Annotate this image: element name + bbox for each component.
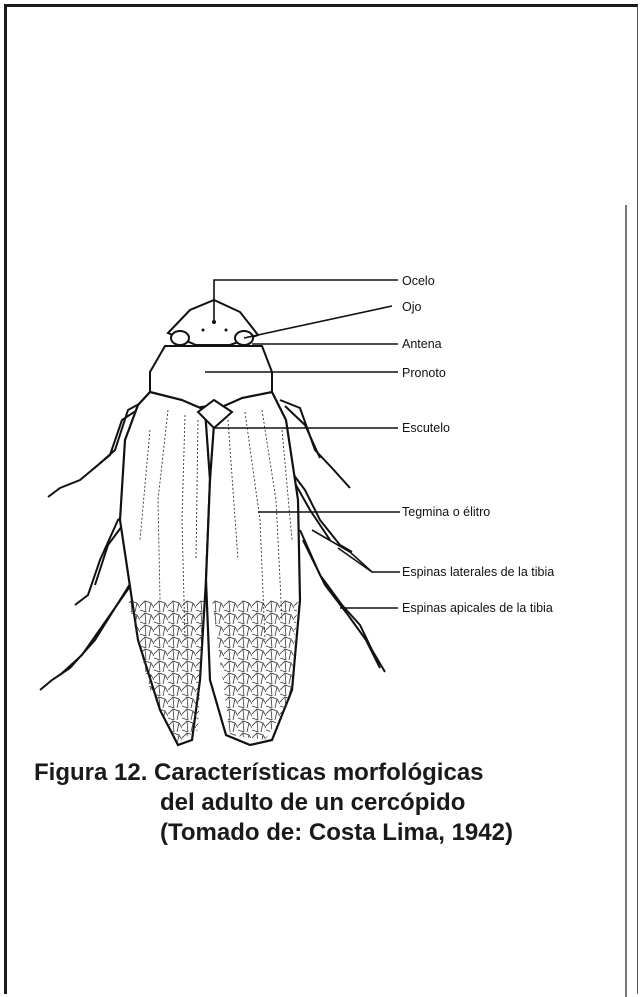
caption-line-3: (Tomado de: Costa Lima, 1942) xyxy=(34,818,634,848)
label-tegmina: Tegmina o élitro xyxy=(402,505,490,519)
label-ojo: Ojo xyxy=(402,300,422,314)
label-ocelo: Ocelo xyxy=(402,274,435,288)
label-antena: Antena xyxy=(402,337,442,351)
left-tegmen xyxy=(120,392,210,745)
caption-line-2: del adulto de un cercópido xyxy=(34,788,634,818)
label-pronoto: Pronoto xyxy=(402,366,446,380)
label-espinas-laterales: Espinas laterales de la tibia xyxy=(402,565,554,579)
figure-caption: Figura 12. Características morfológicas … xyxy=(34,758,634,848)
right-tegmen xyxy=(206,392,300,745)
caption-line-1: Figura 12. Características morfológicas xyxy=(34,758,634,788)
label-escutelo: Escutelo xyxy=(402,421,450,435)
label-espinas-apicales: Espinas apicales de la tibia xyxy=(402,601,553,615)
